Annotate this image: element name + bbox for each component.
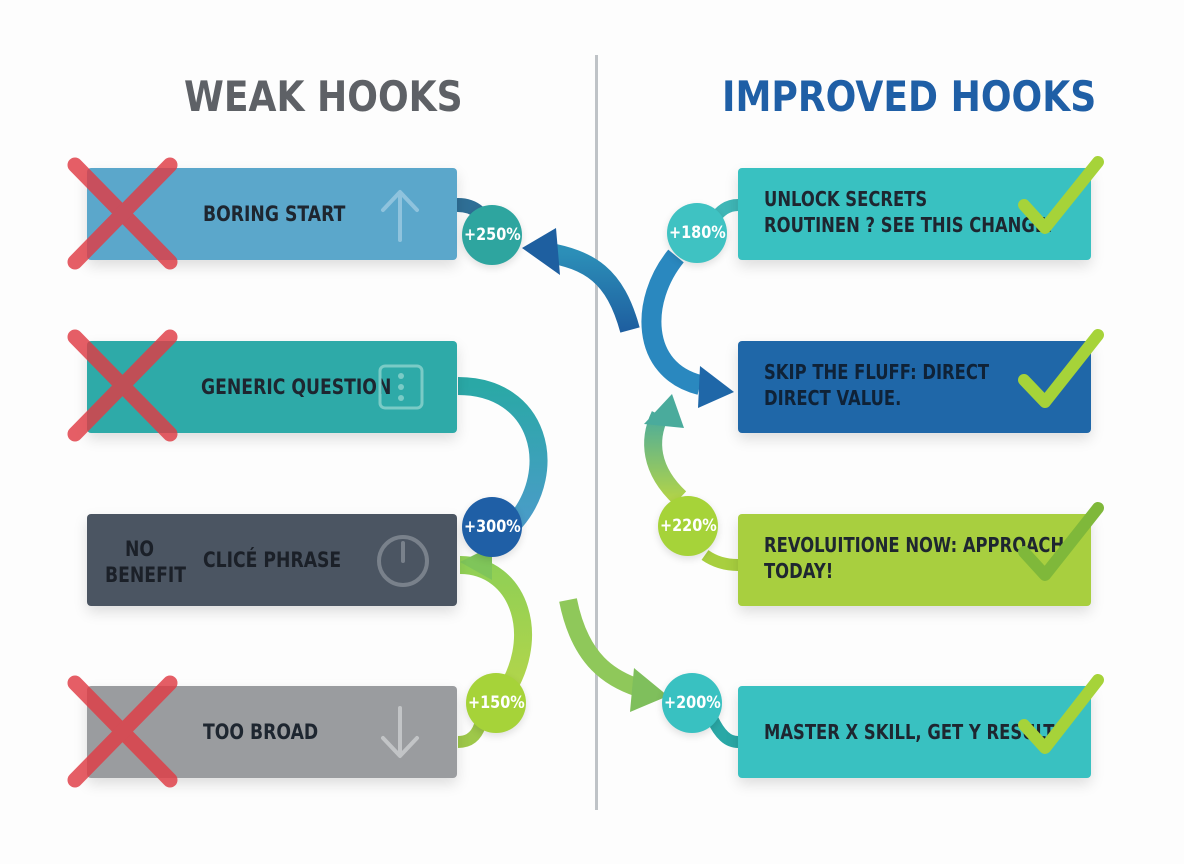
improved-hook-line2: TODAY! bbox=[764, 559, 834, 583]
badge-150: +150% bbox=[466, 673, 526, 733]
checkmark-icon bbox=[1018, 502, 1104, 581]
weak-hook-label: GENERIC QUESTION bbox=[201, 375, 392, 399]
weak-hook-label: CLICÉ PHRASE bbox=[203, 548, 342, 572]
badge-300: +300% bbox=[462, 497, 522, 557]
x-mark-icon bbox=[67, 675, 178, 788]
checkmark-icon bbox=[1018, 674, 1104, 754]
badge-250: +250% bbox=[462, 205, 522, 265]
no-benefit-label-line1: NO bbox=[125, 537, 155, 561]
checkmark-icon bbox=[1018, 156, 1104, 234]
arrow-up-icon bbox=[381, 190, 419, 242]
x-mark-icon bbox=[67, 329, 178, 442]
badge-200: +200% bbox=[662, 673, 722, 733]
connector-220-card3 bbox=[701, 549, 739, 571]
improved-hook-line1: UNLOCK SECRETS bbox=[764, 187, 928, 211]
badge-220: +220% bbox=[658, 496, 718, 556]
improved-hook-line1: REVOLUITIONE NOW: APPROACH bbox=[764, 533, 1065, 557]
x-mark-icon bbox=[67, 157, 178, 270]
arrow-to-200-head bbox=[630, 668, 668, 712]
curve-card2-to-300 bbox=[457, 377, 548, 528]
improved-hook-line2: DIRECT VALUE. bbox=[764, 386, 902, 410]
improved-hook-line1: SKIP THE FLUFF: DIRECT bbox=[764, 360, 990, 384]
connector-150-card4 bbox=[457, 722, 486, 748]
arrow-to-250 bbox=[543, 242, 640, 333]
no-benefit-label-line2: BENEFIT bbox=[105, 563, 186, 587]
weak-hook-card-cliche-phrase: NO BENEFIT CLICÉ PHRASE bbox=[87, 514, 457, 606]
weak-hook-label: TOO BROAD bbox=[203, 720, 319, 744]
dice-icon bbox=[378, 364, 424, 410]
checkmark-icon bbox=[1018, 329, 1104, 408]
arrow-down-icon bbox=[381, 706, 419, 758]
curve-180-head bbox=[698, 366, 734, 408]
improved-hook-card-master-skill: MASTER X SKILL, GET Y RESULT. bbox=[738, 686, 1091, 778]
power-icon bbox=[377, 535, 429, 587]
weak-hooks-title: WEAK HOOKS bbox=[184, 72, 463, 121]
improved-hooks-title: IMPROVED HOOKS bbox=[722, 72, 1097, 121]
center-divider bbox=[595, 55, 598, 810]
curve-180-to-card2 bbox=[641, 249, 704, 395]
curve-220-head bbox=[644, 394, 684, 428]
badge-180: +180% bbox=[667, 203, 727, 263]
arrow-to-250-head bbox=[522, 228, 560, 275]
improved-hook-line1: MASTER X SKILL, GET Y RESULT. bbox=[764, 720, 1059, 744]
weak-hook-label: BORING START bbox=[203, 202, 346, 226]
improved-hook-line2: ROUTINEN ? SEE THIS CHANGE. bbox=[764, 213, 1053, 237]
